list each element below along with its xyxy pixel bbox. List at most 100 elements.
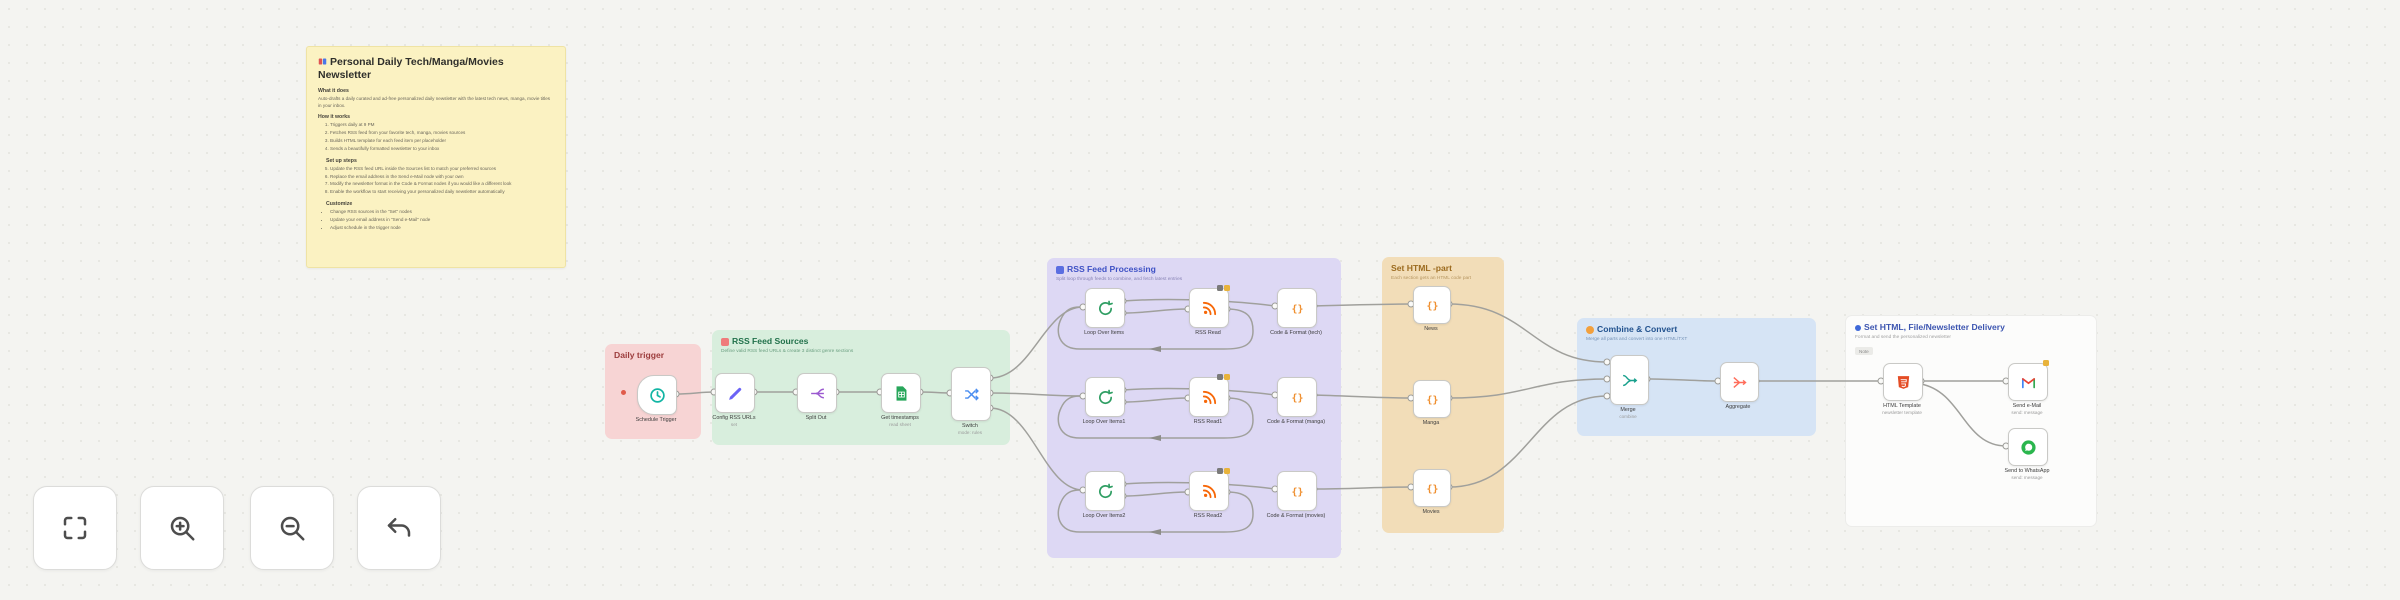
node-label: Config RSS URLs xyxy=(712,415,756,421)
node-rss-read-1[interactable] xyxy=(1189,285,1230,328)
node-html-template[interactable] xyxy=(1883,363,1923,401)
zoom-out-icon xyxy=(280,516,305,541)
sticky-list-customize: Change RSS sources in the "Set" nodes Up… xyxy=(318,209,554,232)
sticky-note[interactable]: Personal Daily Tech/Manga/Movies Newslet… xyxy=(306,46,566,268)
node-send-email[interactable] xyxy=(2008,360,2049,401)
node-switch[interactable] xyxy=(951,367,991,421)
node-label: Split Out xyxy=(805,415,827,421)
node-label: Loop Over Items2 xyxy=(1082,513,1126,519)
group-title: Set HTML -part xyxy=(1391,263,1452,273)
group-delivery[interactable]: Set HTML, File/Newsletter Delivery Forma… xyxy=(1845,315,2097,527)
node-schedule-trigger[interactable] xyxy=(637,375,677,415)
node-badges xyxy=(2043,360,2049,366)
code-icon: {} xyxy=(1426,484,1438,495)
node-send-whatsapp[interactable] xyxy=(2008,428,2048,466)
rss-processing-group-icon xyxy=(1056,265,1064,274)
whatsapp-icon xyxy=(2020,439,2036,455)
sticky-heading-what: What it does xyxy=(318,88,349,95)
pencil-icon xyxy=(728,387,741,400)
gmail-icon xyxy=(2021,377,2035,388)
group-subtitle: Merge all parts and convert into one HTM… xyxy=(1586,336,1688,342)
node-config-rss-urls[interactable] xyxy=(715,373,755,413)
zoom-in-button[interactable] xyxy=(140,486,224,570)
node-loop-over-items-3[interactable] xyxy=(1085,471,1125,511)
svg-text:{}: {} xyxy=(1426,301,1438,312)
delivery-group-icon xyxy=(1855,324,1861,331)
sticky-list-setup: Update the RSS feed URL inside the Sourc… xyxy=(318,166,554,197)
merge-icon xyxy=(1623,374,1638,386)
node-subtitle: combine xyxy=(1619,414,1637,420)
rss-icon xyxy=(1202,484,1216,498)
node-code-format-2[interactable]: {} xyxy=(1277,377,1317,417)
split-out-icon xyxy=(810,388,824,398)
node-loop-over-items-1[interactable] xyxy=(1085,288,1125,328)
newsletter-icon xyxy=(318,58,327,65)
node-subtitle: read sheet xyxy=(889,422,911,428)
group-title: Combine & Convert xyxy=(1597,324,1678,334)
loop-icon xyxy=(1098,300,1113,315)
node-label: Code & Format (manga) xyxy=(1266,419,1326,425)
rss-icon xyxy=(1202,390,1216,404)
svg-text:{}: {} xyxy=(1426,484,1438,495)
rss-sources-group-icon xyxy=(721,337,729,346)
node-label: Send to WhatsApp xyxy=(2004,468,2050,474)
zoom-out-button[interactable] xyxy=(250,486,334,570)
node-subtitle: mode: rules xyxy=(957,430,982,436)
sticky-title: Personal Daily Tech/Manga/Movies Newslet… xyxy=(318,56,504,82)
svg-text:{}: {} xyxy=(1426,395,1438,406)
combine-group-icon xyxy=(1586,325,1594,334)
fit-view-button[interactable] xyxy=(33,486,117,570)
node-subtitle: send: message xyxy=(2011,475,2043,481)
node-merge[interactable] xyxy=(1610,355,1649,405)
code-icon: {} xyxy=(1291,487,1303,498)
node-split-out[interactable] xyxy=(797,373,837,413)
node-label: Send e-Mail xyxy=(2012,403,2042,409)
loop-icon xyxy=(1098,483,1113,498)
node-code-format-1[interactable]: {} xyxy=(1277,288,1317,328)
node-get-timestamps[interactable] xyxy=(881,373,921,413)
node-html-part-news[interactable]: {} xyxy=(1413,286,1451,324)
node-label: Schedule Trigger xyxy=(635,417,677,423)
switch-icon xyxy=(964,387,979,401)
group-title: Set HTML, File/Newsletter Delivery xyxy=(1864,322,2005,332)
node-badges xyxy=(1216,468,1230,474)
undo-button[interactable] xyxy=(357,486,441,570)
node-label: HTML Template xyxy=(1883,403,1921,409)
fit-view-icon xyxy=(63,516,87,540)
sticky-heading-setup: Set up steps xyxy=(326,157,357,164)
node-badges xyxy=(1216,285,1230,291)
delivery-note: Note xyxy=(1855,347,1873,356)
sticky-list-how: Triggers daily at 9 PM Fetches RSS feed … xyxy=(318,122,554,153)
sticky-heading-customize: Customize xyxy=(326,201,353,208)
node-html-part-manga[interactable]: {} xyxy=(1413,380,1451,418)
sticky-heading-how: How it works xyxy=(318,114,350,121)
code-icon: {} xyxy=(1426,301,1438,312)
node-rss-read-3[interactable] xyxy=(1189,468,1230,511)
node-html-part-movies[interactable]: {} xyxy=(1413,469,1451,507)
group-subtitle: Split loop through feeds to combine, and… xyxy=(1056,276,1183,282)
code-icon: {} xyxy=(1426,395,1438,406)
node-subtitle: set xyxy=(730,422,738,428)
node-label: Merge xyxy=(1620,407,1636,413)
group-title: RSS Feed Processing xyxy=(1067,264,1156,274)
node-rss-read-2[interactable] xyxy=(1189,374,1230,417)
node-badges xyxy=(1216,374,1230,380)
undo-icon xyxy=(387,518,411,537)
node-aggregate[interactable] xyxy=(1720,362,1759,402)
node-label: Code & Format (movies) xyxy=(1266,513,1326,519)
group-title: RSS Feed Sources xyxy=(732,336,809,346)
group-title: Daily trigger xyxy=(614,350,665,360)
node-label: Loop Over Items1 xyxy=(1082,419,1126,425)
node-loop-over-items-2[interactable] xyxy=(1085,377,1125,417)
node-subtitle: newsletter template xyxy=(1882,410,1922,416)
sticky-body-what: Auto-drafts a daily curated and ad-free … xyxy=(318,96,551,108)
zoom-in-icon xyxy=(170,516,195,541)
svg-text:{}: {} xyxy=(1291,304,1303,315)
clock-icon xyxy=(649,387,665,403)
node-label: Switch xyxy=(962,423,978,429)
spreadsheet-icon xyxy=(896,385,906,401)
svg-text:{}: {} xyxy=(1291,393,1303,404)
node-label: Aggregate xyxy=(1725,404,1751,410)
node-code-format-3[interactable]: {} xyxy=(1277,471,1317,511)
